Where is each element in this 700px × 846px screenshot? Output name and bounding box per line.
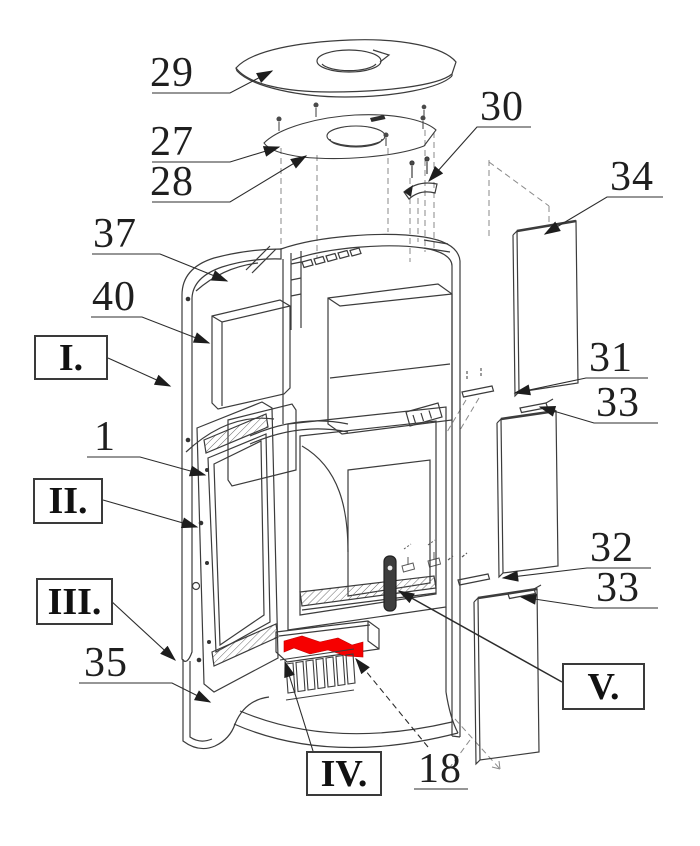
- leader-lines: [79, 70, 663, 790]
- door-latch: [383, 555, 397, 612]
- section-ref-IV: IV.: [306, 751, 382, 796]
- part-label-29: 29: [150, 50, 194, 96]
- section-ref-I: I.: [34, 335, 108, 380]
- side-panel-middle: [496, 409, 559, 579]
- part-label-33b: 33: [596, 565, 640, 611]
- part-label-1: 1: [94, 414, 116, 460]
- projection-lines: [280, 130, 550, 771]
- side-panel-34: [512, 219, 579, 398]
- base-rim: [233, 710, 459, 749]
- part-label-30: 30: [480, 84, 524, 130]
- side-screws: [401, 539, 442, 573]
- section-ref-II: II.: [33, 478, 103, 524]
- section-ref-III: III.: [36, 578, 113, 625]
- side-vent: [405, 402, 443, 427]
- part-label-35: 35: [84, 640, 128, 686]
- screw-pins: [276, 102, 427, 146]
- part-label-34: 34: [610, 154, 654, 200]
- door-assembly: [185, 401, 279, 693]
- cover-plate-27-28: [263, 102, 437, 160]
- interior-blocks: [211, 283, 453, 487]
- top-plate-29: [235, 39, 457, 98]
- projection-arrowheads: [491, 760, 501, 770]
- highlighted-part-18: [283, 635, 364, 658]
- base-skirt: [182, 659, 270, 750]
- part-label-40: 40: [92, 274, 136, 320]
- top-dome: [245, 233, 461, 330]
- stove-body: [181, 233, 461, 749]
- mounting-clips: [447, 368, 554, 600]
- right-side-face: [282, 259, 461, 738]
- bracket-30: [403, 156, 438, 200]
- section-ref-V: V.: [562, 663, 645, 710]
- firebox: [287, 406, 459, 734]
- part-label-33a: 33: [596, 380, 640, 426]
- air-grille: [279, 648, 356, 701]
- ash-lip-bar: [275, 620, 380, 663]
- dome-louvers: [301, 247, 362, 269]
- side-panel-bottom: [473, 587, 540, 766]
- part-label-32: 32: [590, 525, 634, 571]
- part-label-31: 31: [589, 335, 633, 381]
- part-label-37: 37: [93, 211, 137, 257]
- part-label-18: 18: [418, 746, 462, 792]
- part-label-27: 27: [150, 119, 194, 165]
- part-label-28: 28: [150, 159, 194, 205]
